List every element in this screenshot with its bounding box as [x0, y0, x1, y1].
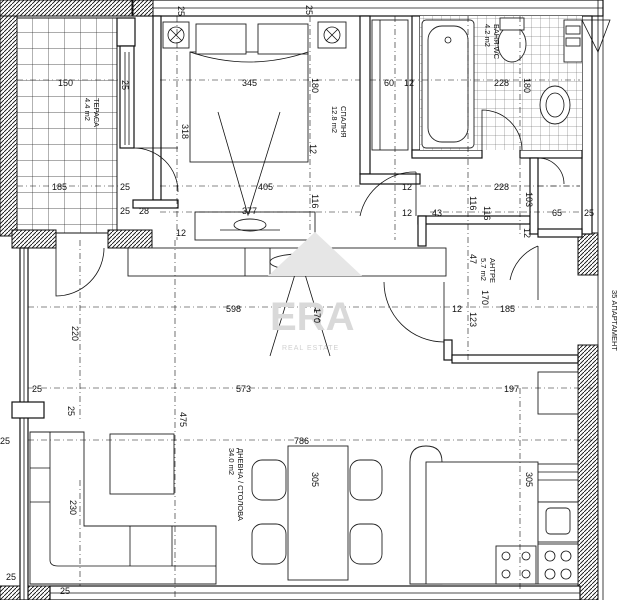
dim-label: 25 — [120, 182, 130, 192]
dim-label: 65 — [552, 208, 562, 218]
bathroom-name: БАНЯ WC — [492, 24, 501, 60]
dim-label: 25 — [176, 6, 186, 16]
dim-label: 28 — [139, 206, 149, 216]
dim-label: 12 — [308, 144, 318, 154]
dim-label: 25 — [584, 208, 594, 218]
dim-label: 12 — [452, 304, 462, 314]
dim-label: 116 — [482, 206, 492, 220]
dim-label: 197 — [504, 384, 519, 394]
pillow-right — [257, 23, 309, 55]
dim-label: 180 — [522, 78, 532, 93]
wardrobe — [371, 19, 409, 151]
dim-label: 43 — [432, 208, 442, 218]
dining-table — [287, 445, 349, 581]
dim-label: 60 — [384, 78, 394, 88]
apartment-label: 35 АПАРТАМЕНТ — [610, 290, 619, 351]
dim-label: 170 — [480, 290, 490, 305]
dim-label: 12 — [404, 78, 414, 88]
kitchen-upper-1 — [537, 371, 579, 415]
dim-label: 25 — [60, 586, 70, 596]
dim-label: 170 — [312, 308, 322, 323]
dim-label: 116 — [468, 196, 478, 210]
dim-label: 25 — [6, 572, 16, 582]
column-hatch-b — [107, 229, 153, 249]
dim-label: 25 — [66, 406, 76, 416]
coffee-table — [109, 433, 175, 495]
dim-label: 180 — [310, 78, 320, 93]
bathroom — [420, 16, 611, 150]
living-furniture — [29, 371, 579, 585]
column-hatch-c — [577, 232, 599, 276]
double-bed — [189, 51, 309, 163]
dim-label: 47 — [468, 254, 478, 264]
dim-label: 405 — [258, 182, 273, 192]
dim-label: 123 — [468, 312, 478, 327]
dim-label: 25 — [304, 5, 314, 15]
doors — [55, 109, 565, 343]
dim-label: 220 — [70, 326, 80, 341]
dim-label: 185 — [52, 182, 67, 192]
dim-label: 230 — [68, 500, 78, 515]
stove — [537, 463, 579, 503]
washbasin — [539, 85, 571, 125]
kitchen-block — [425, 461, 539, 585]
dim-label: 150 — [58, 78, 73, 88]
dim-label: 25 — [120, 206, 130, 216]
dim-label: 475 — [178, 412, 188, 427]
dim-label: 25 — [120, 80, 130, 90]
living-area: 34.0 m2 — [227, 448, 236, 475]
walls — [0, 0, 604, 600]
dim-label: 228 — [494, 182, 509, 192]
column-hatch-a — [11, 229, 57, 249]
room-labels: СПАЛНЯ 12.8 m2 БАНЯ WC 4.2 m2 ТЕРАСА 4.4… — [83, 24, 619, 521]
dim-label: 786 — [294, 436, 309, 446]
dim-label: 12 — [402, 182, 412, 192]
dim-label: 12 — [402, 208, 412, 218]
dim-label: 12 — [176, 228, 186, 238]
cooktop — [537, 543, 579, 585]
living-name: ДНЕВНА / СТОЛОВА — [236, 448, 245, 521]
watermark: ERA REAL ESTATE — [268, 232, 362, 352]
dim-label: 185 — [500, 304, 515, 314]
dim-label: 228 — [494, 78, 509, 88]
dimension-lines — [17, 16, 600, 600]
toilet — [497, 25, 527, 63]
watermark-tagline: REAL ESTATE — [282, 345, 339, 352]
dim-label: 318 — [180, 124, 190, 139]
dim-label: 25 — [0, 436, 10, 446]
dim-label: 305 — [524, 472, 534, 487]
dim-label: 345 — [242, 78, 257, 88]
watermark-logo: ERA — [270, 295, 354, 339]
dim-label: 12 — [522, 228, 532, 238]
hall-name: АНТРЕ — [488, 258, 497, 283]
terrace-top-wall — [0, 0, 133, 17]
dim-label: 103 — [524, 192, 534, 207]
terrace — [0, 0, 136, 237]
dim-label: 377 — [242, 206, 257, 216]
pillow-left — [195, 23, 247, 55]
hall-area: 5.7 m2 — [479, 258, 488, 281]
sofa-corner — [29, 431, 217, 585]
nightstand-right — [317, 21, 347, 49]
bedroom-furniture — [162, 19, 409, 241]
bedroom-area: 12.8 m2 — [330, 106, 339, 133]
dim-label: 305 — [310, 472, 320, 487]
column-hatch-d — [577, 344, 599, 600]
bathroom-area: 4.2 m2 — [483, 24, 492, 47]
dim-label: 573 — [236, 384, 251, 394]
terrace-name: ТЕРАСА — [92, 98, 101, 127]
dim-label: 116 — [310, 194, 320, 208]
terrace-area: 4.4 m2 — [83, 98, 92, 121]
dim-label: 25 — [32, 384, 42, 394]
dimension-labels: 150 25 185 25 25 28 25 345 318 180 12 40… — [0, 5, 594, 596]
dishwasher — [495, 545, 537, 585]
terrace-left-wall — [0, 15, 18, 237]
dim-label: 598 — [226, 304, 241, 314]
bedroom-name: СПАЛНЯ — [339, 106, 348, 138]
